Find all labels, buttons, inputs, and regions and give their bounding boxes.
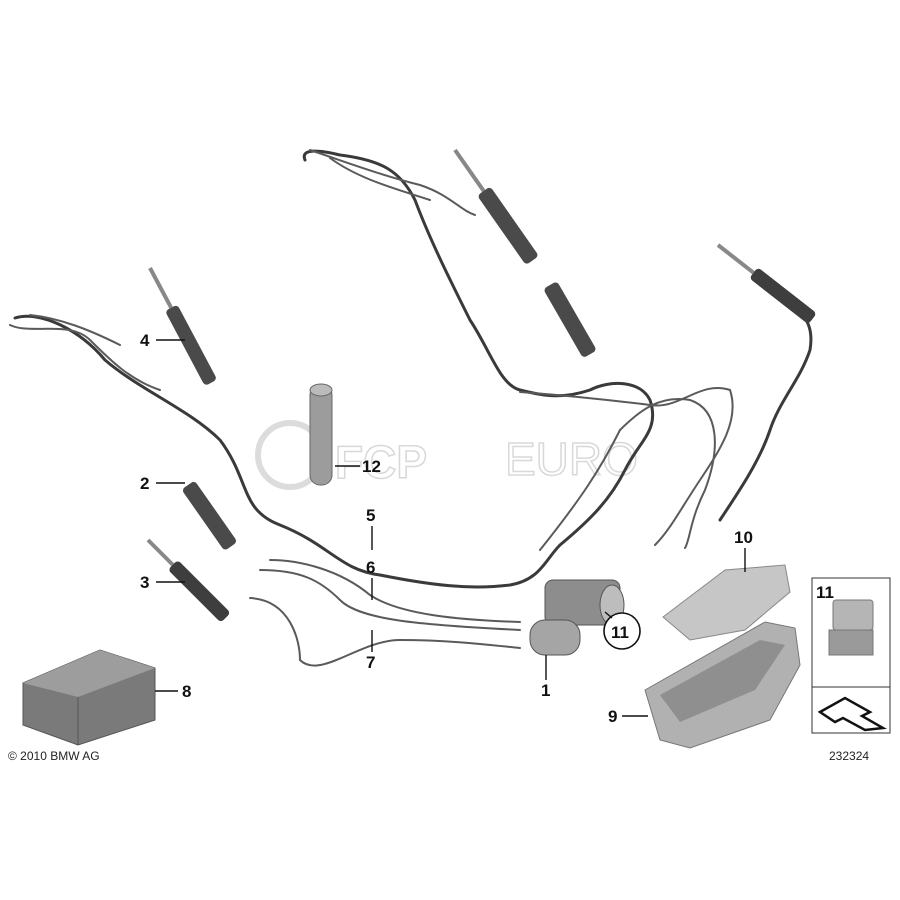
callout-4: 4 [140,331,185,350]
svg-text:9: 9 [608,707,617,726]
svg-text:4: 4 [140,331,150,350]
strut-3 [146,538,230,622]
callout-1: 1 [541,655,550,700]
callout-11-circle: 11 [603,611,641,650]
svg-text:EURO: EURO [505,433,638,485]
strut-4 [148,267,216,385]
svg-text:FCP: FCP [335,436,427,488]
watermark-logo: FCP EURO [255,420,639,490]
callout-2: 2 [140,474,185,493]
svg-text:8: 8 [182,682,191,701]
part-number: 232324 [829,749,869,763]
svg-text:10: 10 [734,528,753,547]
svg-text:11: 11 [611,623,629,642]
sensor-12 [309,383,333,486]
strut-top-1 [453,148,538,264]
svg-text:2: 2 [140,474,149,493]
svg-text:12: 12 [362,457,381,476]
strut-2 [183,481,237,550]
callout-6: 6 [366,558,375,600]
callout-12: 12 [335,457,381,476]
svg-text:5: 5 [366,506,375,525]
inset-panel [811,577,891,734]
callout-7: 7 [366,630,375,672]
cable-set-6-7 [249,559,521,667]
svg-text:11: 11 [816,583,834,602]
strut-top-2 [544,282,596,357]
callout-8: 8 [155,682,191,701]
callout-5: 5 [366,506,375,550]
arrow-icon [817,696,887,732]
callout-10: 10 [734,528,753,572]
housing-9 [644,621,801,749]
svg-text:6: 6 [366,558,375,577]
cable-harness-main [9,149,813,589]
callout-9: 9 [608,707,648,726]
svg-text:1: 1 [541,681,550,700]
strut-right [716,243,816,323]
callout-3: 3 [140,573,185,592]
copyright-text: © 2010 BMW AG [8,749,100,763]
box-8 [22,649,156,746]
svg-text:3: 3 [140,573,149,592]
cover-10 [662,564,791,641]
hydraulic-pump [529,579,625,656]
svg-text:7: 7 [366,653,375,672]
callout-11-box: 11 [816,583,834,602]
